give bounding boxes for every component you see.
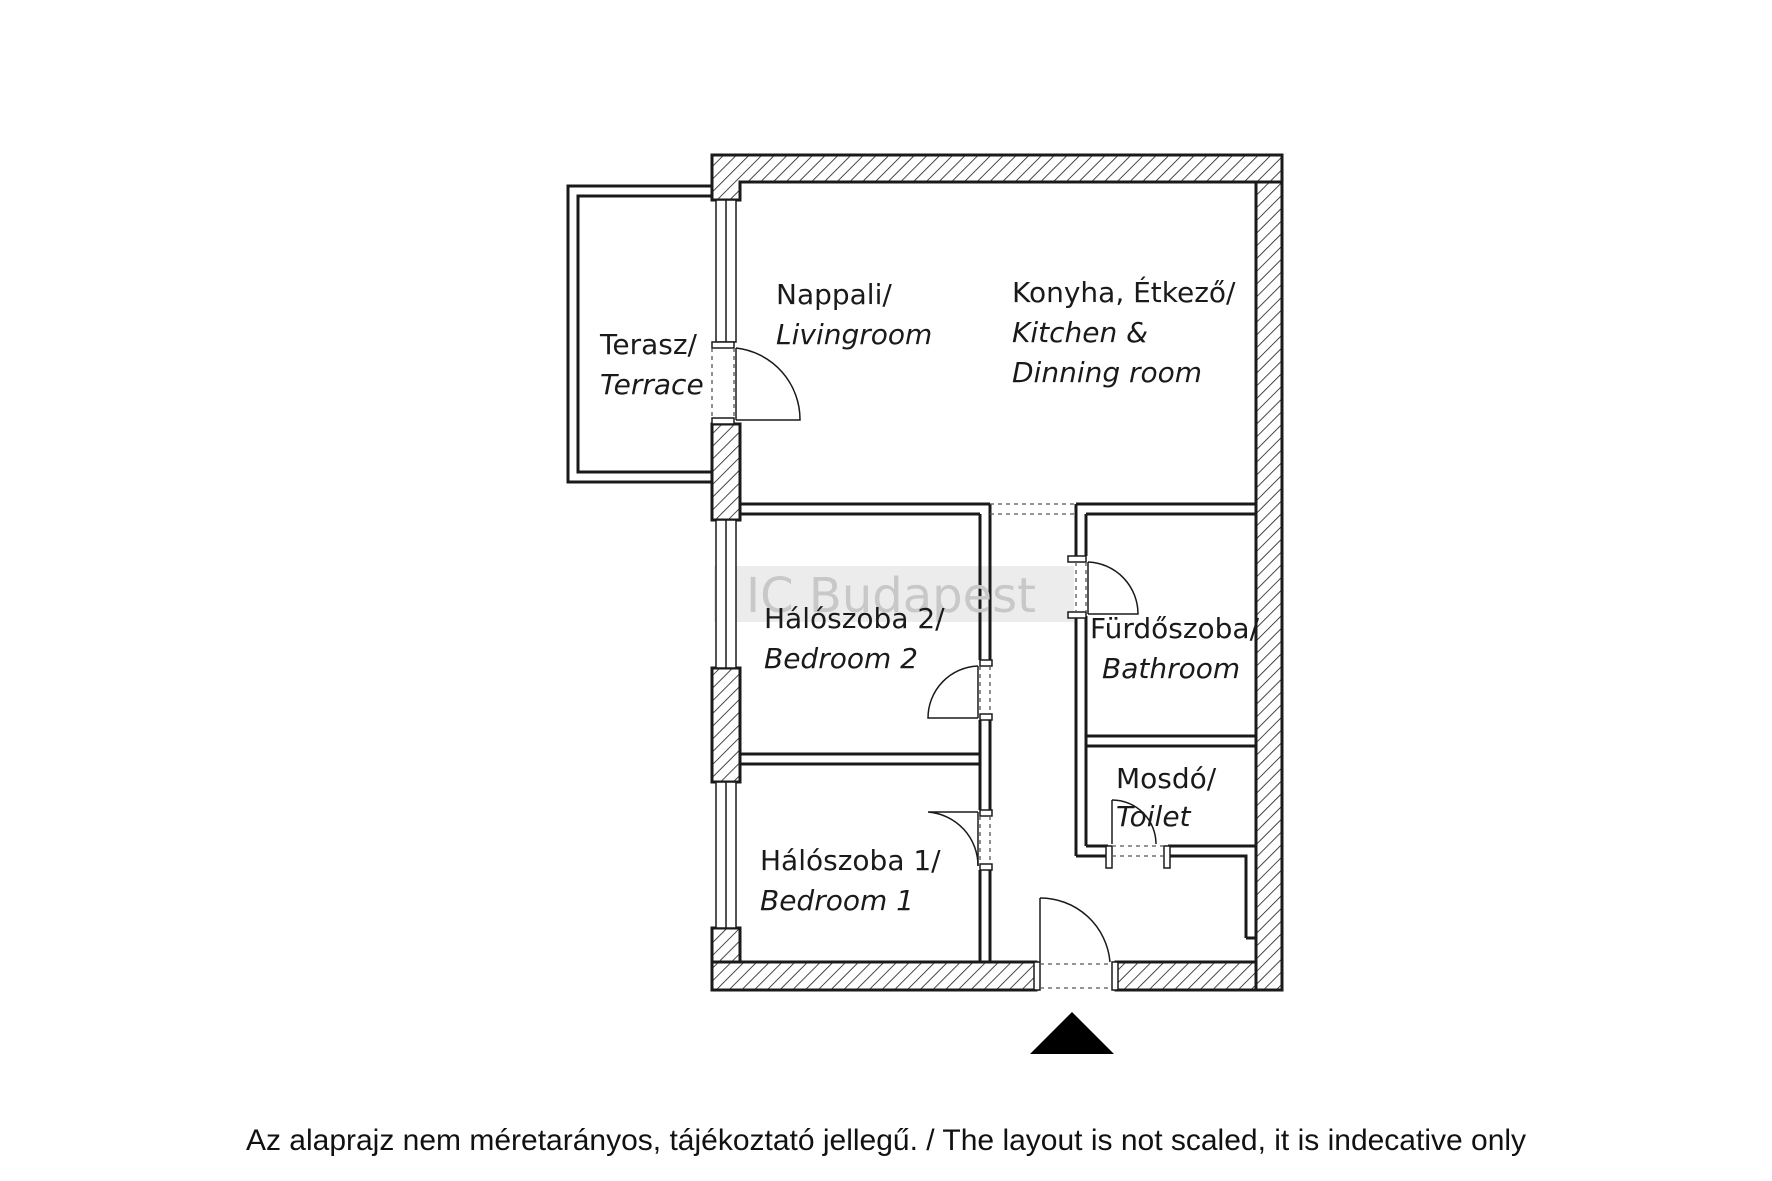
living-label-en: Livingroom (776, 318, 932, 351)
terrace-outline (566, 184, 712, 484)
toilet-label-en: Toilet (1116, 800, 1192, 833)
kitchen-label-hu: Konyha, Étkező/ (1012, 275, 1236, 309)
bedroom1-label-en: Bedroom 1 (760, 884, 914, 917)
interior-walls (740, 502, 1256, 962)
watermark-band (714, 566, 1074, 622)
exterior-walls (710, 153, 1284, 992)
windows-left (715, 199, 737, 929)
watermark: IC Budapest (746, 568, 1036, 624)
doors (711, 341, 1171, 991)
living-label-hu: Nappali/ (776, 278, 892, 311)
kitchen-label-en-2: Dinning room (1012, 356, 1202, 389)
terrace-label-en: Terrace (600, 368, 704, 401)
bedroom2-label-en: Bedroom 2 (764, 642, 918, 675)
toilet-label-hu: Mosdó/ (1116, 762, 1217, 795)
terrace-label-hu: Terasz/ (599, 328, 698, 361)
bedroom1-label-hu: Hálószoba 1/ (760, 844, 941, 877)
disclaimer-footer: Az alaprajz nem méretarányos, tájékoztat… (246, 1124, 1526, 1157)
entrance-arrow-icon (1030, 1012, 1114, 1054)
kitchen-label-en-1: Kitchen & (1012, 316, 1148, 349)
bedroom2-label-hu: Hálószoba 2/ (764, 602, 945, 635)
bathroom-label-hu: Fürdőszoba/ (1090, 612, 1260, 645)
bathroom-label-en: Bathroom (1102, 652, 1240, 685)
